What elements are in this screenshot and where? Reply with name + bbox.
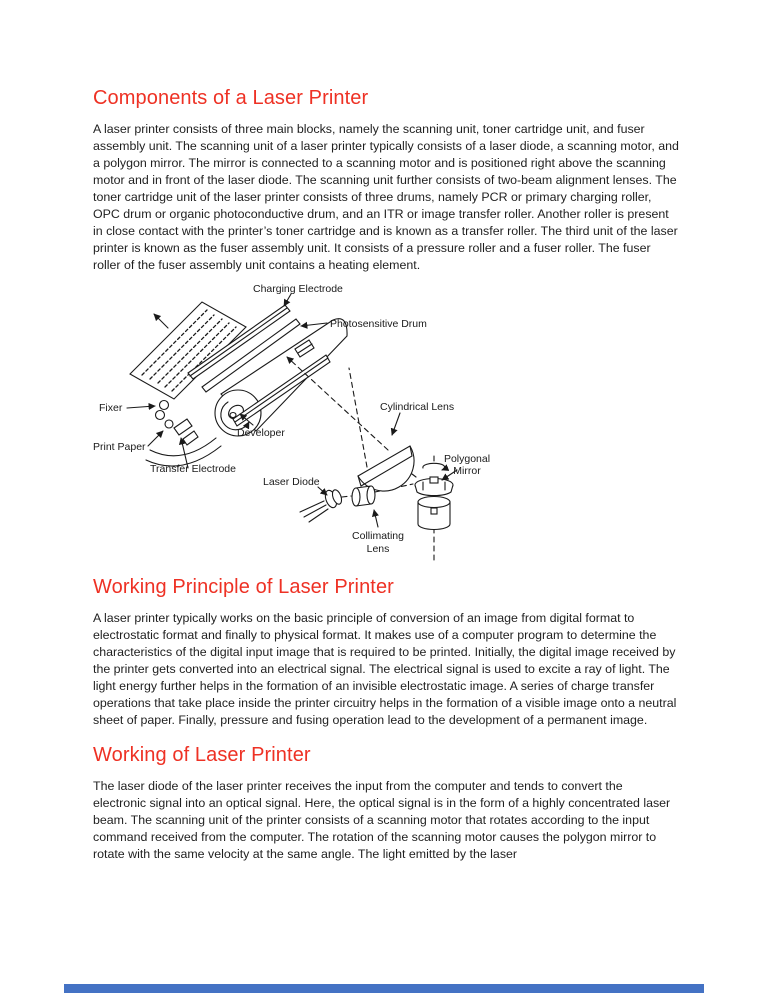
page-bottom-bar (64, 984, 704, 993)
section-paragraph: A laser printer typically works on the b… (93, 611, 677, 727)
collimating-lens-arrow (371, 509, 379, 528)
section-paragraph: The laser diode of the laser printer rec… (93, 779, 671, 861)
collimating-lens-label-line1: Collimating (352, 530, 404, 542)
polygonal-mirror-arrow (441, 469, 458, 481)
laser-diode-label: Laser Diode (263, 476, 320, 488)
document-page: Components of a Laser Printer A laser pr… (93, 0, 679, 863)
polygonal-mirror-shape (414, 462, 454, 531)
print-paper-arrow (147, 430, 164, 447)
print-paper-shape (145, 437, 222, 467)
laser-diode-arrow (317, 486, 328, 496)
laser-printer-diagram: Charging Electrode Photosensitive Drum C… (90, 278, 500, 568)
photosensitive-drum-label: Photosensitive Drum (330, 318, 427, 330)
laser-diode-shape (299, 489, 343, 523)
section-paragraph: A laser printer consists of three main b… (93, 122, 679, 272)
developer-shape (232, 354, 331, 427)
paper-exit-arrow (153, 313, 169, 329)
label-arrows (126, 293, 458, 528)
fixer-rollers-shape (154, 399, 174, 429)
developer-label: Developer (237, 427, 285, 439)
developer-arrow (239, 413, 254, 426)
fixer-arrow (126, 402, 156, 411)
cylindrical-lens-arrow (390, 412, 401, 436)
fixer-label: Fixer (99, 402, 123, 414)
polygonal-mirror-label-line2: Mirror (453, 465, 481, 477)
collimating-lens-shape (351, 485, 376, 507)
collimating-lens-label-line2: Lens (367, 543, 390, 555)
photosensitive-drum-arrow (300, 321, 328, 329)
section-heading: Working Principle of Laser Printer (93, 576, 394, 598)
drum-rotation-arrow (220, 401, 250, 431)
laser-printer-diagram-svg: Charging Electrode Photosensitive Drum C… (93, 283, 490, 562)
section-working-principle: Working Principle of Laser Printer A las… (93, 575, 679, 729)
charging-electrode-label: Charging Electrode (253, 283, 343, 295)
section-components: Components of a Laser Printer A laser pr… (93, 86, 679, 274)
charging-electrode-shape (187, 304, 301, 393)
paper-sheet-shape (129, 301, 247, 400)
mirror-rotation-arrow (422, 462, 450, 471)
charging-electrode-arrow (283, 293, 292, 307)
transfer-electrode-arrow (178, 437, 189, 469)
transfer-electrode-shape (173, 418, 199, 446)
section-heading: Components of a Laser Printer (93, 87, 369, 109)
polygonal-mirror-label-line1: Polygonal (444, 453, 490, 465)
transfer-electrode-label: Transfer Electrode (150, 463, 236, 475)
cylindrical-lens-label: Cylindrical Lens (380, 401, 454, 413)
section-heading: Working of Laser Printer (93, 744, 311, 766)
print-paper-label: Print Paper (93, 441, 146, 453)
photosensitive-drum-shape (214, 318, 348, 437)
diagram-labels: Charging Electrode Photosensitive Drum C… (93, 283, 490, 555)
section-working: Working of Laser Printer The laser diode… (93, 743, 679, 863)
cylindrical-lens-shape (357, 445, 415, 492)
